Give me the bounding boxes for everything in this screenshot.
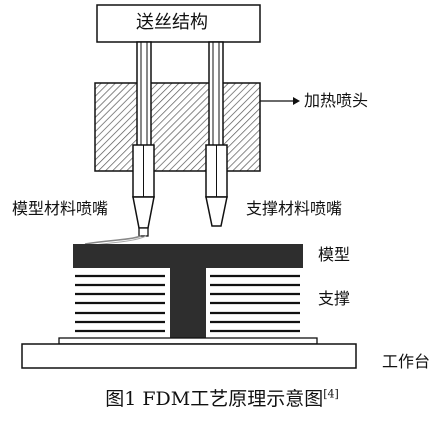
support-layers-right (210, 274, 300, 333)
work-platform-label: 工作台 (382, 352, 431, 371)
model-top-plate (73, 244, 303, 268)
extruded-thread (84, 235, 142, 245)
figure-caption: 图1 FDM工艺原理示意图[4] (0, 384, 444, 411)
work-platform (21, 343, 357, 369)
model-nozzle-label: 模型材料喷嘴 (12, 199, 109, 218)
build-base-layer (58, 337, 318, 345)
feed-box (96, 4, 261, 43)
caption-text: 图1 FDM工艺原理示意图 (105, 388, 324, 410)
support-layers-left (75, 274, 165, 333)
heater-block (94, 82, 261, 172)
heater-pointer-arrowhead (293, 97, 300, 105)
support-label: 支撑 (318, 289, 351, 308)
left-filament-tube (136, 41, 152, 147)
model-label: 模型 (318, 245, 351, 264)
support-nozzle-tip (205, 196, 228, 227)
right-filament-tube (208, 41, 224, 147)
caption-reference: [4] (323, 387, 339, 401)
model-stem (170, 268, 206, 339)
feed-structure-label: 送丝结构 (136, 12, 208, 33)
heated-nozzle-label: 加热喷头 (304, 91, 369, 110)
support-nozzle-label: 支撑材料喷嘴 (246, 199, 343, 218)
model-nozzle-tip (132, 196, 155, 229)
